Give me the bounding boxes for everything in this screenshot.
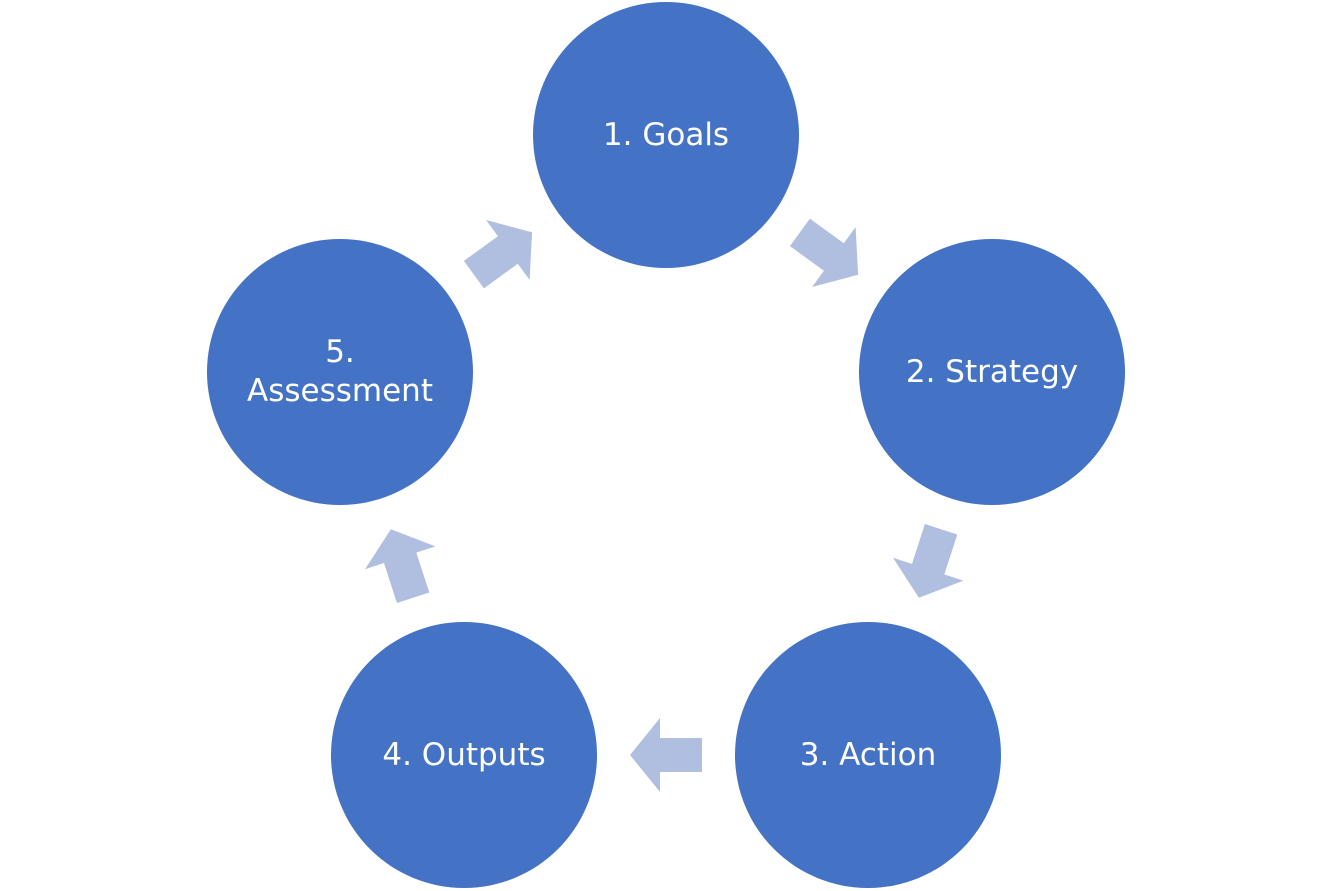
arrow-5-to-1 — [463, 220, 533, 289]
node-strategy-label: 2. Strategy — [905, 353, 1079, 390]
node-strategy: 2. Strategy — [859, 239, 1125, 505]
node-assessment-label: 5. Assessment — [247, 334, 433, 409]
arrow-2-to-3 — [893, 524, 964, 598]
node-goals-label: 1. Goals — [602, 116, 730, 153]
arrow-4-to-5 — [365, 529, 436, 603]
node-action-label: 3. Action — [799, 736, 937, 773]
arrow-1-to-2 — [789, 218, 859, 287]
node-outputs-label: 4. Outputs — [382, 736, 546, 773]
node-outputs: 4. Outputs — [331, 622, 597, 888]
node-goals: 1. Goals — [533, 2, 799, 268]
node-assessment: 5. Assessment — [207, 239, 473, 505]
arrow-3-to-4 — [630, 718, 702, 792]
node-action: 3. Action — [735, 622, 1001, 888]
